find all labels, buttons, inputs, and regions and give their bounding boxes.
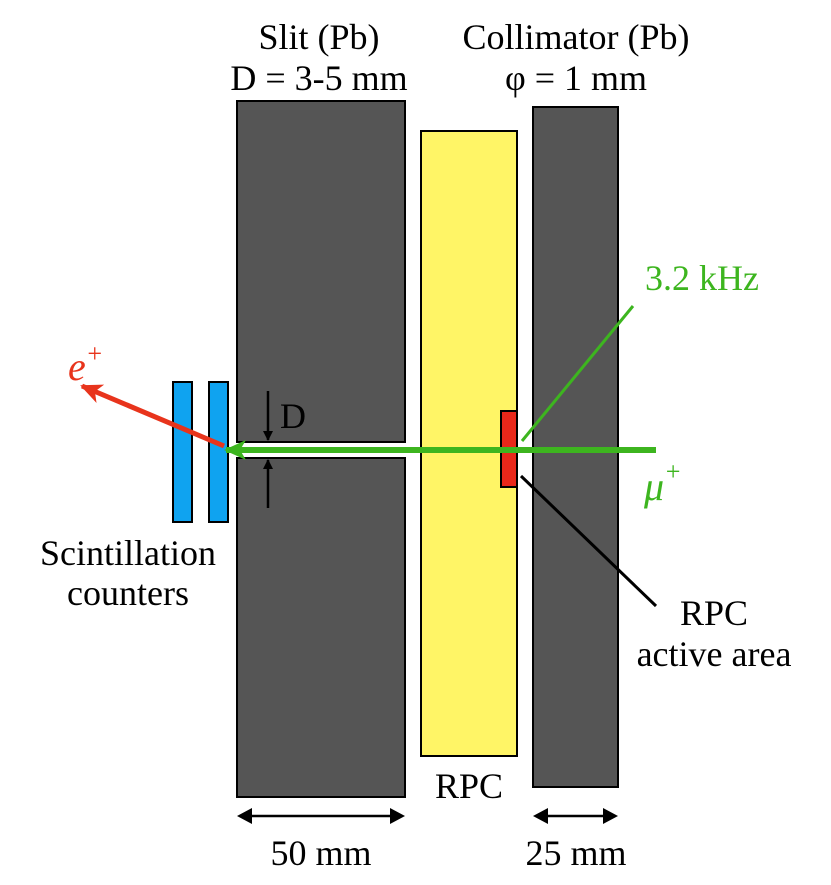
scintillation-label-line1: Scintillation: [40, 533, 216, 573]
slit-lower-block: [236, 457, 406, 798]
slit-title: Slit (Pb): [258, 17, 379, 57]
slit-subtitle: D = 3-5 mm: [230, 58, 407, 98]
scintillation-label-line2: counters: [67, 573, 189, 613]
dimension-25mm-label: 25 mm: [525, 833, 626, 873]
rpc-label: RPC: [435, 766, 503, 806]
collimator-title: Collimator (Pb): [463, 17, 690, 57]
rate-label: 3.2 kHz: [645, 258, 759, 298]
rate-pointer-line: [520, 305, 635, 442]
collimator-subtitle: φ = 1 mm: [505, 58, 647, 98]
dimension-50mm-label: 50 mm: [270, 833, 371, 873]
positron-label: e+: [68, 339, 103, 389]
active-area-pointer-line: [519, 474, 658, 608]
gap-label: D: [280, 396, 306, 436]
slit-upper-block: [236, 100, 406, 443]
muon-label: μ+: [643, 457, 682, 509]
positron-arrow: [80, 383, 225, 449]
scintillator-1: [172, 381, 193, 523]
dimension-25mm: [533, 808, 618, 824]
scintillator-2: [208, 381, 229, 523]
rpc-active-label-line2: active area: [637, 634, 792, 674]
rpc-active-label-line1: RPC: [680, 593, 748, 633]
dimension-50mm: [237, 808, 405, 824]
